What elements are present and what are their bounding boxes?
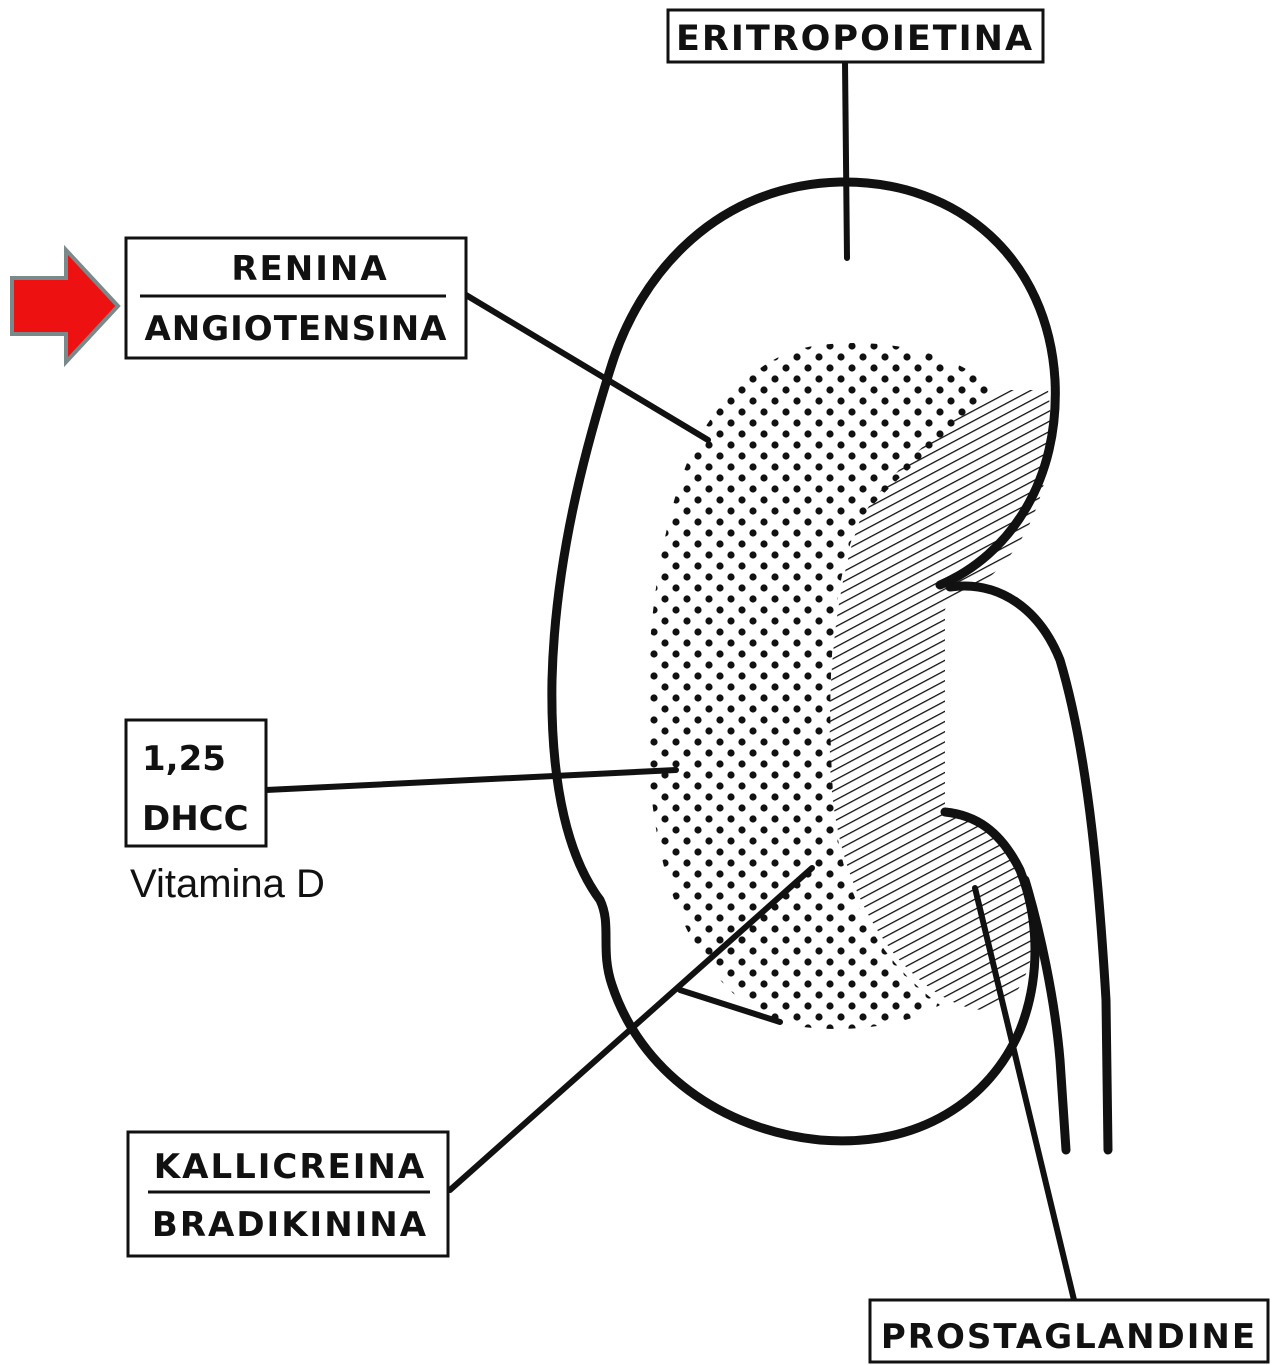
prostaglandine-box: PROSTAGLANDINE bbox=[870, 1300, 1268, 1362]
kallicreina-bradikinina-box: KALLICREINA BRADIKININA bbox=[128, 1132, 448, 1256]
eritropoietina-leader bbox=[845, 62, 847, 258]
vitamina-d-caption: Vitamina D bbox=[130, 862, 325, 906]
renina-leader bbox=[466, 295, 708, 440]
prostaglandine-label: PROSTAGLANDINE bbox=[881, 1317, 1257, 1357]
eritropoietina-box: ERITROPOIETINA bbox=[668, 10, 1043, 62]
kallicreina-label: KALLICREINA bbox=[154, 1147, 426, 1187]
dhcc-leader bbox=[266, 770, 676, 790]
bradikinina-label: BRADIKININA bbox=[152, 1205, 428, 1245]
kallicreina-leader bbox=[450, 868, 812, 1190]
angiotensina-label: ANGIOTENSINA bbox=[144, 309, 447, 349]
renina-label: RENINA bbox=[231, 249, 388, 289]
eritropoietina-label: ERITROPOIETINA bbox=[676, 19, 1034, 59]
highlight-arrow-icon bbox=[12, 250, 118, 362]
dhcc-line1-label: 1,25 bbox=[142, 739, 226, 779]
dhcc-box: 1,25 DHCC bbox=[126, 720, 266, 846]
renina-angiotensina-box: RENINA ANGIOTENSINA bbox=[126, 238, 466, 358]
dhcc-line2-label: DHCC bbox=[142, 799, 249, 839]
